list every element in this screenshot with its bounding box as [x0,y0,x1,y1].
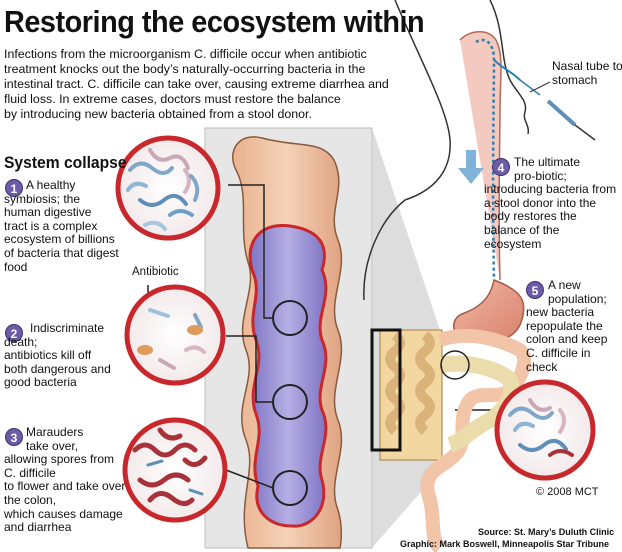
label-line: Nasal tube to [552,59,622,73]
step-line: good bacteria [4,375,77,390]
page-title: Restoring the ecosystem within [4,4,425,39]
step-line: introducing bacteria from [484,182,617,197]
section-title: System collapse [4,153,127,172]
step-line: allowing spores from [4,452,115,467]
step-line: C. difficile in [526,345,591,360]
step-line: ecosystem [484,236,542,251]
intro-line: intestinal tract. C. difficile can take … [4,77,389,91]
intro-text: Infections from the microorganism C. dif… [4,47,412,122]
step-line: C. difficile [4,465,56,480]
step-line: check [526,359,558,374]
step-2-text: Indiscriminate death; antibiotics kill o… [4,321,111,390]
step-line: symbiosis; the [4,191,81,206]
bacteria-circle-healthy [115,135,221,241]
step-line: tract is a complex [4,218,98,233]
step-line: and diarrhea [4,520,72,535]
nasal-tube-label: Nasal tube to stomach [552,59,622,87]
step-line: take over, [26,438,79,453]
intestine-cross-section [231,136,343,549]
step-line: A healthy [26,178,76,192]
step-line: colon and keep [526,332,608,347]
step-3-badge: 3 [5,428,23,446]
step-5-badge: 5 [526,281,544,299]
step-5-text: A new population; new bacteria repopulat… [526,278,607,374]
step-line: body restores the [484,209,577,224]
step-line: both dangerous and [4,361,111,376]
step-line: Marauders [26,425,84,439]
step-4-badge: 4 [492,158,510,176]
step-line: pro-biotic; [514,168,567,183]
step-1-badge: 1 [5,179,23,197]
bacteria-circle-marauders [122,417,228,523]
step-line: of bacteria that digest [4,245,119,260]
step-line: new bacteria [526,305,595,320]
step-line: human digestive [4,205,92,220]
arrow-down [458,150,484,184]
step-2-badge: 2 [5,324,23,342]
body-outline [363,199,406,301]
step-line: antibiotics kill off [4,348,92,363]
intro-line: fluid loss. In extreme cases, doctors mu… [4,92,341,106]
graphic-credit: Graphic: Mark Boswell, Minneapolis Star … [400,539,610,549]
step-line: to flower and take over [4,479,126,494]
step-1-text: A healthy symbiosis; the human digestive… [4,178,119,274]
intro-line: Infections from the microorganism C. dif… [4,47,367,61]
step-line: Indiscriminate [30,321,105,335]
copyright: © 2008 MCT [536,486,599,498]
digestive-tract [370,278,532,552]
step-line: ecosystem of billions [4,232,115,247]
source-credit: Source: St. Mary’s Duluth Clinic [478,527,615,537]
head-profile [394,0,596,281]
bacteria-circle-antibiotic [124,284,226,386]
step-line: the colon, [4,492,57,507]
step-line: The ultimate [514,155,581,169]
step-line: balance of the [484,222,560,237]
label-line: stomach [552,72,598,87]
step-line: which causes damage [4,506,123,521]
step-4-text: The ultimate pro-biotic; introducing bac… [484,155,616,251]
step-3-text: Marauders take over, allowing spores fro… [4,425,125,535]
step-line: food [4,259,28,274]
step-line: death; [4,334,38,349]
intro-line: treatment knocks out the body’s naturall… [4,62,366,76]
step-line: A new [548,278,581,292]
step-line: a stool donor into the [484,195,597,210]
bacteria-circle-restored [494,379,596,481]
intro-line: by introducing new bacteria obtained fro… [4,107,312,121]
antibiotic-label: Antibiotic [132,266,179,278]
step-line: population; [548,291,607,306]
step-line: repopulate the [526,318,603,333]
